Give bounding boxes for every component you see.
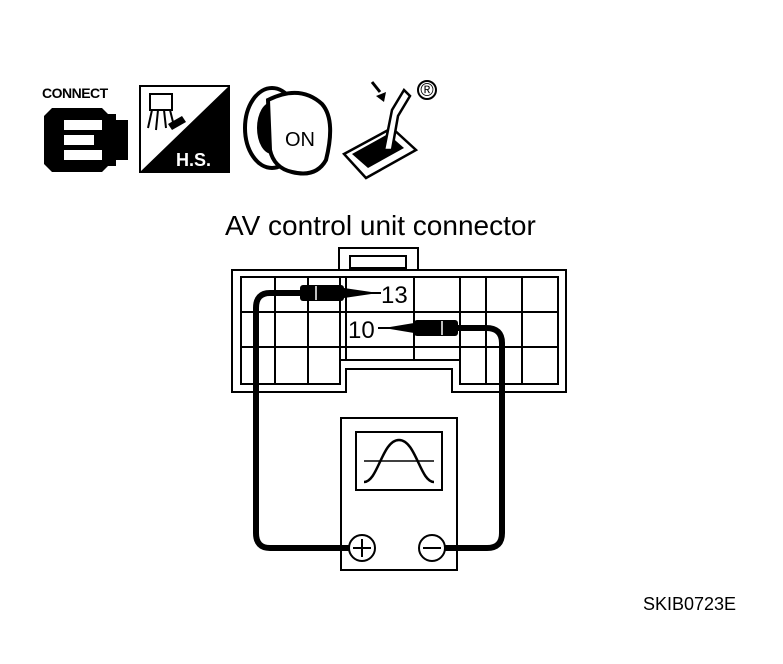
- connect-icon: CONNECT: [42, 85, 128, 172]
- registered-mark-circle: [417, 80, 437, 100]
- terminal-13-label: 13: [381, 282, 408, 309]
- terminal-10-label: 10: [348, 317, 375, 344]
- positive-lead: [253, 290, 351, 551]
- registered-mark: ®: [420, 80, 433, 100]
- harness-icon-label: H.S.: [176, 150, 211, 170]
- negative-terminal: ⊖: [418, 534, 446, 562]
- ignition-key-label: ON: [285, 129, 315, 151]
- reference-code: SKIB0723E: [643, 594, 736, 614]
- diagram-title: AV control unit connector: [225, 210, 536, 241]
- connect-icon-label: CONNECT: [42, 85, 109, 101]
- positive-probe: [300, 285, 381, 301]
- harness-icon: H.S.: [139, 85, 230, 173]
- negative-probe: [378, 320, 458, 336]
- negative-lead: [443, 325, 505, 551]
- probe-leads: [253, 290, 505, 551]
- positive-terminal: ⊕: [348, 534, 376, 562]
- ignition-key-icon: ON: [243, 86, 333, 176]
- shift-lever-icon: ®: [341, 80, 437, 180]
- connector: 13 10: [231, 247, 567, 393]
- waveform-trace: [363, 438, 435, 484]
